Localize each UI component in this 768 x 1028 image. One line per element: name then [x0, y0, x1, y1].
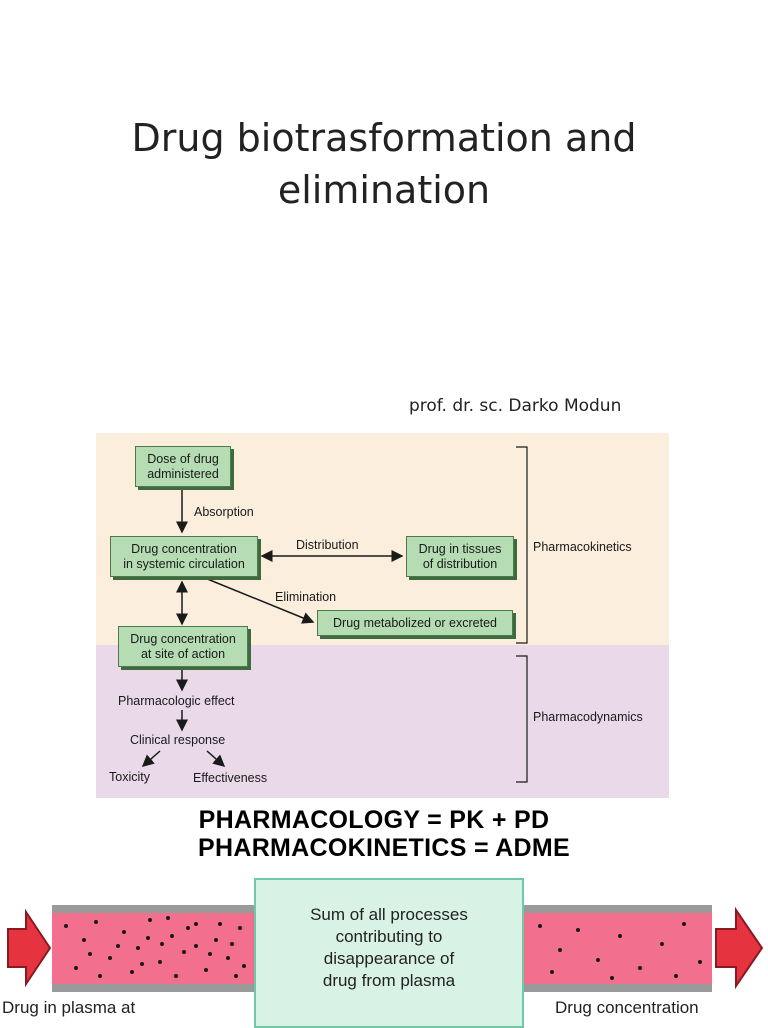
elimination-arrow [199, 575, 315, 624]
right-flow-arrow [715, 906, 764, 990]
plasma-end-label: Drug concentration [555, 998, 699, 1017]
summary-line-2: contributing to [335, 927, 443, 946]
left-vessel [52, 909, 256, 988]
pharmacology-formula: PHARMACOLOGY = PK + PD [198, 806, 550, 834]
absorption-label: Absorption [194, 505, 254, 519]
pd-bracket [516, 655, 528, 783]
left-drug-particles [64, 916, 246, 978]
right-drug-particles [538, 922, 702, 980]
left-flow-arrow [7, 908, 52, 988]
title-line-1: Drug biotrasformation and [131, 116, 637, 160]
distribution-label: Distribution [296, 538, 359, 552]
author-name: prof. dr. sc. Darko Modun [409, 396, 622, 416]
summary-line-4: drug from plasma [322, 971, 456, 990]
plasma-disappearance-box: Sum of all processes contributing to dis… [254, 878, 524, 1028]
metabolized-excreted-box: Drug metabolized or excreted [317, 610, 513, 636]
pharmacokinetics-formula: PHARMACOKINETICS = ADME [198, 834, 570, 862]
effectiveness-label: Effectiveness [193, 771, 268, 785]
pharmacologic-effect-label: Pharmacologic effect [118, 694, 235, 708]
elimination-label: Elimination [275, 590, 337, 604]
toxicity-arrow [141, 750, 161, 767]
title-line-2: elimination [277, 168, 491, 212]
effectiveness-arrow [206, 750, 226, 767]
right-vessel [524, 909, 712, 988]
plasma-start-label: Drug in plasma at [2, 998, 136, 1017]
summary-line-1: Sum of all processes [310, 905, 468, 924]
slide-title: Drug biotrasformation and elimination [60, 112, 708, 216]
pk-bracket [516, 446, 528, 644]
pharmacodynamics-label: Pharmacodynamics [533, 710, 643, 724]
pharmacodynamics-band [96, 645, 669, 798]
pharmacokinetics-label: Pharmacokinetics [533, 540, 632, 554]
toxicity-label: Toxicity [109, 770, 150, 784]
summary-line-3: disappearance of [323, 949, 455, 968]
clinical-response-label: Clinical response [130, 733, 226, 747]
